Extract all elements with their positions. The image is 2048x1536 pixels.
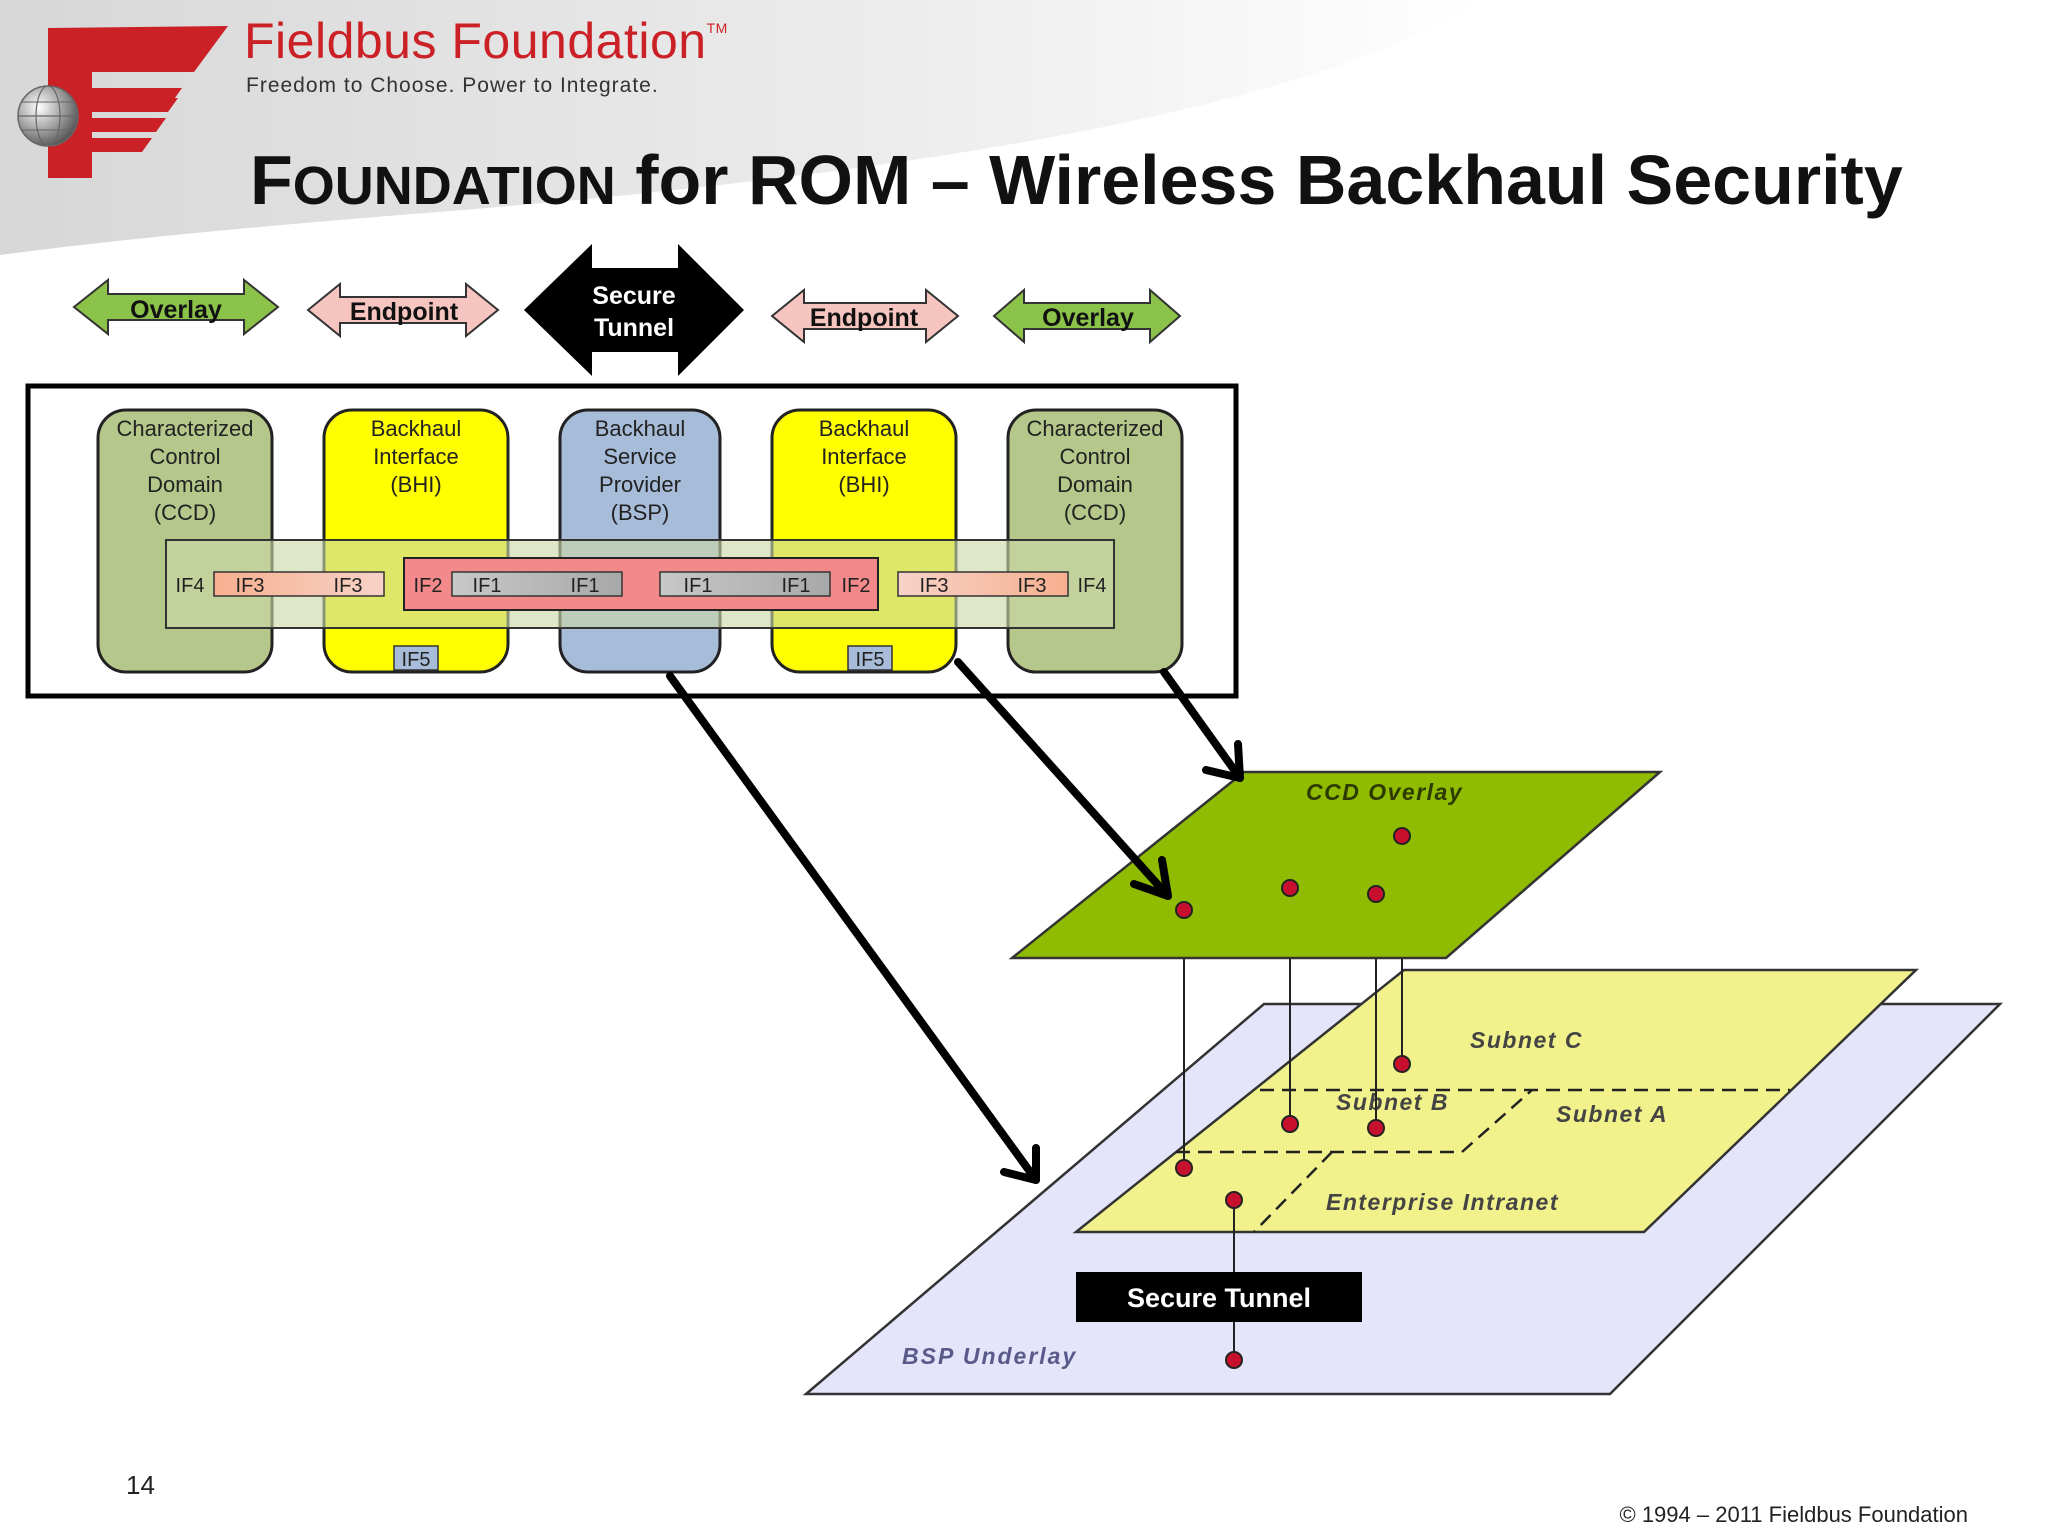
bsp-underlay-label: BSP Underlay — [902, 1343, 1077, 1369]
if5-box-right — [847, 645, 893, 671]
overlay-right-arrow — [992, 287, 1182, 345]
bhi-right-label-1: Backhaul — [819, 416, 910, 441]
ccd-left-label-2: Control — [150, 444, 221, 469]
ccd-overlay-label: CCD Overlay — [1306, 779, 1463, 805]
if3-d-label: IF3 — [1018, 575, 1047, 597]
if4-right-label: IF4 — [1078, 575, 1107, 597]
intranet-node-e2 — [1225, 1191, 1243, 1209]
ccd-to-overlay-arrow — [1160, 668, 1244, 782]
ccd-right-label-4: (CCD) — [1064, 500, 1126, 525]
intranet-node-c — [1393, 1055, 1411, 1073]
if3-a-label: IF3 — [236, 575, 265, 597]
ccd-right-label-1: Characterized — [1027, 416, 1164, 441]
enterprise-intranet-label: Enterprise Intranet — [1326, 1189, 1559, 1215]
subnet-a-label: Subnet A — [1556, 1101, 1668, 1127]
if2-left-label: IF2 — [414, 575, 443, 597]
bhi-to-overlay-arrowhead — [1130, 856, 1172, 900]
if1-a-label: IF1 — [473, 575, 502, 597]
bsp-to-underlay-arrowhead — [1000, 1144, 1040, 1184]
endpoint-left-label: Endpoint — [350, 298, 459, 326]
overlay-node-2 — [1281, 879, 1299, 897]
bhi-to-overlay-arrow — [954, 658, 1172, 900]
ccd-left-label-3: Domain — [147, 472, 223, 497]
ccd-overlay-plane — [1008, 770, 1664, 960]
endpoint-right-label: Endpoint — [810, 304, 919, 332]
ccd-left-label-1: Characterized — [117, 416, 254, 441]
if1-c-label: IF1 — [684, 575, 713, 597]
if3-box-right — [897, 571, 1069, 597]
secure-tunnel-legend-arrow — [524, 244, 744, 376]
ccd-right-label-3: Domain — [1057, 472, 1133, 497]
if1-b-label: IF1 — [571, 575, 600, 597]
if5-right-label: IF5 — [856, 649, 885, 671]
bsp-label-2: Service — [603, 444, 676, 469]
ccd-left-label-4: (CCD) — [154, 500, 216, 525]
secure-tunnel-legend-line2: Tunnel — [594, 314, 674, 342]
page-number: 14 — [126, 1470, 155, 1500]
bsp-label-1: Backhaul — [595, 416, 686, 441]
secure-tunnel-legend-line1: Secure — [592, 282, 675, 310]
if3-box-left — [213, 571, 385, 597]
brand-trademark: TM — [706, 20, 728, 36]
header-swoosh — [0, 0, 1480, 255]
intranet-node-e1 — [1175, 1159, 1193, 1177]
bhi-right-label-3: (BHI) — [838, 472, 889, 497]
endpoint-right-arrow — [770, 287, 960, 345]
bhi-left-label-3: (BHI) — [390, 472, 441, 497]
ccd-right-label-2: Control — [1060, 444, 1131, 469]
secure-tunnel-box-label: Secure Tunnel — [1127, 1283, 1311, 1313]
brand-name: Fieldbus FoundationTM — [244, 13, 728, 69]
bhi-left-label-2: Interface — [373, 444, 459, 469]
copyright: © 1994 – 2011 Fieldbus Foundation — [1619, 1502, 1969, 1527]
if1-box-right — [659, 571, 831, 597]
bhi-right-label-2: Interface — [821, 444, 907, 469]
if5-box-left — [393, 645, 439, 671]
secure-tunnel-box — [1076, 1272, 1362, 1322]
if1-d-label: IF1 — [782, 575, 811, 597]
if3-b-label: IF3 — [334, 575, 363, 597]
endpoint-left-arrow — [306, 281, 500, 339]
intranet-node-b2 — [1367, 1119, 1385, 1137]
subnet-c-label: Subnet C — [1470, 1027, 1583, 1053]
if1-box-left — [451, 571, 623, 597]
overlay-left-arrow — [72, 277, 280, 337]
if4-left-label: IF4 — [176, 575, 205, 597]
overlay-left-label: Overlay — [130, 296, 222, 324]
bsp-to-underlay-arrow — [666, 672, 1040, 1184]
underlay-node — [1225, 1351, 1243, 1369]
intranet-node-b1 — [1281, 1115, 1299, 1133]
bhi-left-label-1: Backhaul — [371, 416, 462, 441]
overlay-node-3 — [1367, 885, 1385, 903]
if5-left-label: IF5 — [402, 649, 431, 671]
overlay-node-4 — [1175, 901, 1193, 919]
overlay-node-1 — [1393, 827, 1411, 845]
subnet-divider-enterprise — [1253, 1151, 1333, 1233]
bsp-label-3: Provider — [599, 472, 681, 497]
bsp-label-4: (BSP) — [611, 500, 670, 525]
overlay-right-label: Overlay — [1042, 304, 1134, 332]
ccd-to-overlay-arrowhead — [1202, 740, 1244, 782]
if3-c-label: IF3 — [920, 575, 949, 597]
subnet-divider-b — [1176, 1089, 1533, 1154]
enterprise-intranet-plane — [1072, 968, 1920, 1234]
page-title: FOUNDATION for ROM – Wireless Backhaul S… — [250, 141, 1903, 219]
subnet-b-label: Subnet B — [1336, 1089, 1449, 1115]
fieldbus-logo — [17, 26, 228, 178]
if2-right-label: IF2 — [842, 575, 871, 597]
brand-tagline: Freedom to Choose. Power to Integrate. — [246, 74, 659, 97]
